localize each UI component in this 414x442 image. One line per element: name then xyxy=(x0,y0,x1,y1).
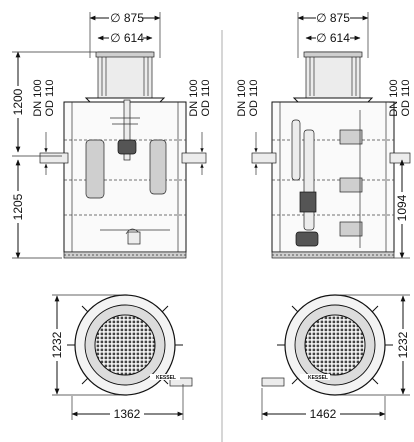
left-elevation-view: ∅ 875 ∅ 614 xyxy=(11,11,212,259)
riser-shaft-right xyxy=(303,51,363,99)
dim-height-lower: 1205 xyxy=(11,193,25,220)
outlet-label-od-left: OD 110 xyxy=(200,79,212,116)
dim-height-lower-right: 1094 xyxy=(395,194,409,221)
tank-body-right xyxy=(271,97,395,259)
inlet-label-dn-right-view-right: DN 100 xyxy=(388,79,400,116)
inlet-label-dn-right-view-left: DN 100 xyxy=(236,79,248,116)
dim-height-upper: 1200 xyxy=(11,88,25,115)
plan-grate-left xyxy=(94,314,156,376)
outlet-label-dn-left: DN 100 xyxy=(188,79,200,116)
plan-dim-depth-left: 1232 xyxy=(50,331,64,358)
right-elevation-view: ∅ 875 ∅ 614 xyxy=(236,11,412,259)
inlet-pipe-right-right-view xyxy=(389,152,411,164)
plan-dim-width-right: 1462 xyxy=(310,407,337,421)
dim-top-outer-right: ∅ 875 xyxy=(316,11,350,25)
inlet-pipe-left xyxy=(39,152,69,164)
plan-dim-width-left: 1362 xyxy=(114,407,141,421)
inlet-label-dn-left: DN 100 xyxy=(32,79,44,116)
brand-logo-right: KESSEL xyxy=(308,375,328,381)
riser-shaft xyxy=(95,51,155,99)
brand-logo-left: KESSEL xyxy=(156,375,176,381)
dim-top-inner: ∅ 614 xyxy=(110,31,144,45)
inlet-label-od-left: OD 110 xyxy=(44,79,56,116)
right-plan-view: KESSEL 1232 1462 xyxy=(261,294,410,421)
left-plan-view: KESSEL 1232 1362 xyxy=(50,294,193,421)
inlet-label-od-right-view-right: OD 110 xyxy=(400,79,412,116)
inlet-label-od-right-view-left: OD 110 xyxy=(248,79,260,116)
inlet-pipe-left-right-view xyxy=(251,152,277,164)
inlet-pipe-right xyxy=(181,152,207,164)
dim-top-inner-right: ∅ 614 xyxy=(316,31,350,45)
plan-dim-depth-right: 1232 xyxy=(396,331,410,358)
tank-body xyxy=(63,97,187,259)
dim-top-outer: ∅ 875 xyxy=(110,11,144,25)
plan-grate-right xyxy=(304,314,366,376)
